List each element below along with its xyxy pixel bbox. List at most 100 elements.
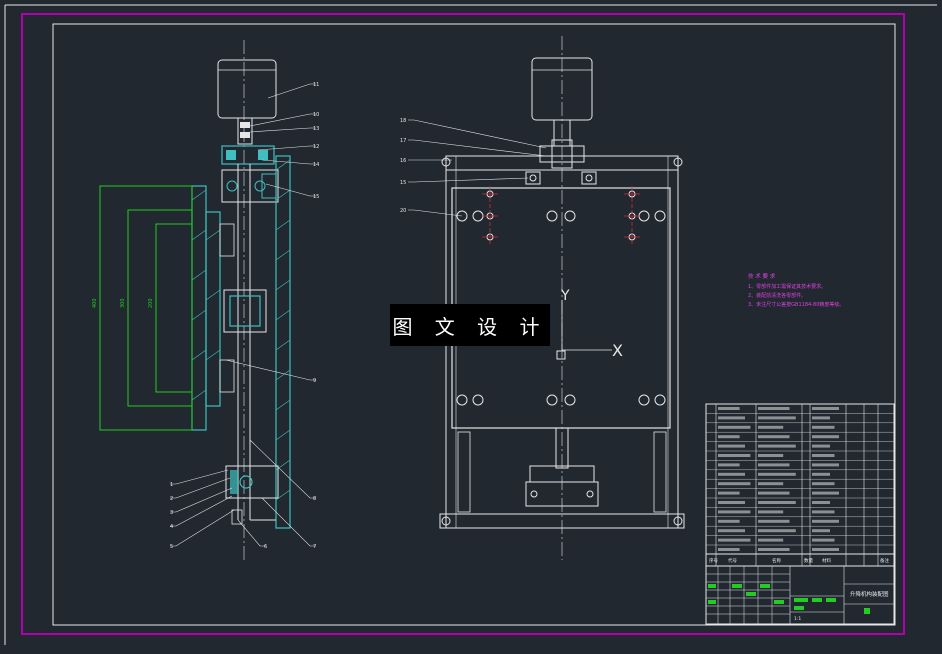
bom-cell-text (812, 519, 839, 523)
drawing-scale: 1:1 (794, 616, 801, 622)
bom-cell-text (758, 435, 790, 439)
bom-cell-text (718, 510, 751, 514)
callout-number: 18 (400, 118, 406, 124)
bom-cell-text (718, 529, 745, 533)
axis-y-label: Y (560, 288, 570, 304)
bom-cell-text (812, 501, 830, 504)
bom-cell-text (758, 491, 790, 495)
bom-cell-text (758, 463, 790, 467)
notes-line-3: 3、未注尺寸公差按GB1184-80精度等级。 (748, 301, 844, 308)
callout-number: 20 (400, 208, 406, 214)
cross-x-icon: X (612, 341, 623, 360)
bom-cell-text (718, 482, 751, 486)
bom-header-qty: 数量 (804, 557, 813, 564)
motor-body (217, 59, 277, 119)
bom-cell-text (812, 407, 839, 410)
callout-number: 2 (170, 496, 173, 502)
dim-middle (127, 209, 193, 407)
left-section-view: 400 300 200 (92, 40, 316, 560)
bom-cell-text (812, 538, 835, 542)
bom-header-note: 备注 (880, 557, 889, 564)
bom-cell-text (812, 529, 830, 533)
bom-cell-text (812, 454, 835, 457)
front-view: Y X (408, 36, 685, 560)
bom-header: 序号 代号 名称 数量 材料 备注 (705, 553, 895, 567)
callout-number: 10 (313, 112, 319, 118)
callout-number: 4 (170, 524, 173, 530)
dim-outer-text: 400 (92, 298, 98, 308)
callout-number: 17 (400, 138, 406, 144)
bom-cell-text (758, 454, 784, 457)
callout-number: 14 (313, 162, 319, 168)
bom-cell-text (718, 472, 745, 476)
slider-plate (191, 185, 207, 431)
bom-cell-text (812, 444, 830, 448)
bom-cell-text (812, 416, 830, 420)
callout-number: 3 (170, 510, 173, 516)
bom-cell-text (718, 416, 745, 420)
callout-number: 15 (313, 194, 319, 200)
dim-outer (99, 185, 193, 431)
bom-cell-text (758, 538, 784, 542)
title-block: 升降机构装配图 1:1 (705, 565, 895, 625)
bom-cell-text (812, 510, 835, 514)
pin-holes (482, 186, 640, 246)
bom-cell-text (718, 491, 740, 495)
bom-cell-text (758, 501, 796, 504)
drawing-title: 升降机构装配图 (850, 590, 889, 598)
bom-cell-text (812, 425, 835, 429)
square-marker-icon (556, 350, 566, 360)
callout-number: 12 (313, 144, 319, 150)
watermark-label: 图 文 设 计 (390, 304, 550, 346)
bom-cell-text (812, 491, 839, 495)
notes-line-2: 2、装配前清洗各零部件。 (748, 292, 806, 299)
notes-title: 技 术 要 求 (748, 272, 776, 280)
bom-rows (706, 403, 894, 551)
bom-cell-text (718, 519, 740, 523)
bom-cell-text (758, 529, 796, 533)
bom-cell-text (718, 425, 751, 429)
hatched-column (275, 155, 291, 529)
bom-cell-text (758, 416, 796, 420)
callout-number: 5 (170, 544, 173, 550)
bom-cell-text (758, 519, 790, 523)
bolt-holes (456, 210, 666, 406)
bom-cell-text (718, 548, 740, 551)
bom-cell-text (718, 501, 745, 504)
bom-header-name: 名称 (772, 557, 781, 564)
inner-border (52, 23, 896, 626)
bom-cell-text (758, 407, 790, 410)
bom-cell-text (758, 548, 790, 551)
bom-header-code: 代号 (728, 557, 737, 564)
bom-cell-text (718, 538, 751, 542)
callout-number: 9 (313, 378, 316, 384)
dim-inner (155, 223, 193, 393)
bom-cell-text (718, 435, 740, 439)
bom-cell-text (758, 425, 784, 429)
bom-cell-text (812, 463, 839, 467)
bom-cell-text (718, 454, 751, 457)
bom-cell-text (758, 510, 784, 514)
bom-cell-text (812, 472, 830, 476)
bom-cell-text (718, 407, 740, 410)
callout-number: 8 (313, 496, 316, 502)
dim-inner-text: 200 (148, 298, 154, 308)
callout-number: 11 (313, 82, 319, 88)
magenta-border (21, 13, 905, 635)
bom-cell-text (758, 482, 784, 486)
bom-cell-text (812, 482, 835, 486)
callout-number: 15 (400, 180, 406, 186)
bom-cell-text (718, 463, 740, 467)
bom-cell-text (758, 472, 796, 476)
bom-header-material: 材料 (822, 557, 831, 564)
bom-cell-text (812, 548, 839, 551)
bom-cell-text (812, 435, 839, 439)
dim-middle-text: 300 (120, 298, 126, 308)
sheet-frame (4, 4, 937, 645)
bom-header-no: 序号 (709, 557, 718, 564)
